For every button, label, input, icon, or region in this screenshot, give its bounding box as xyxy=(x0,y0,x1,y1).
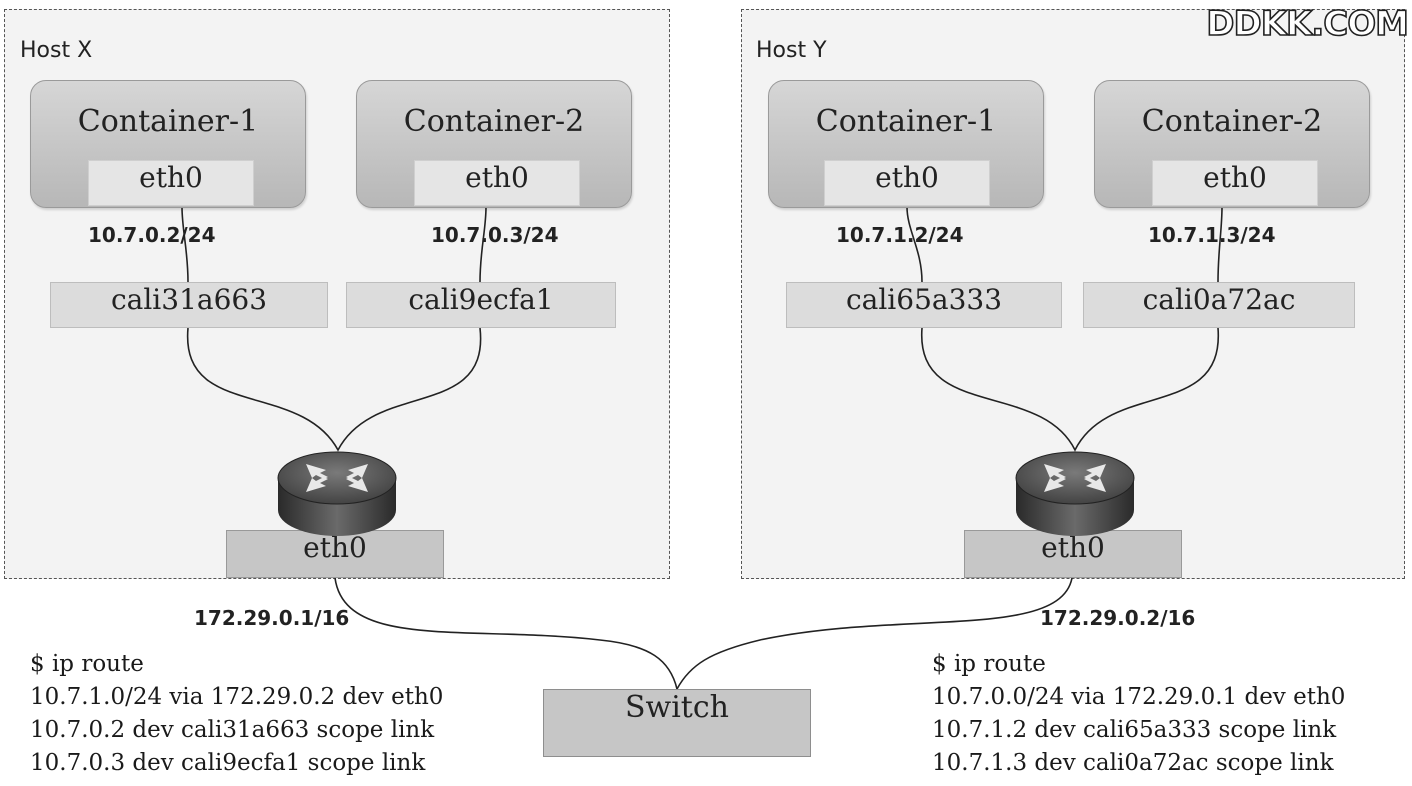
host-x-eth: eth0 xyxy=(226,530,444,578)
host-y-veth-1: cali65a333 xyxy=(786,282,1062,328)
host-x-veth-2: cali9ecfa1 xyxy=(346,282,616,328)
route-line: 10.7.0.3 dev cali9ecfa1 scope link xyxy=(30,750,426,776)
host-x-container-2-ip: 10.7.0.3/24 xyxy=(431,223,559,247)
router-icon xyxy=(1015,451,1135,536)
route-line: 10.7.1.0/24 via 172.29.0.2 dev eth0 xyxy=(30,684,444,710)
route-line: $ ip route xyxy=(30,651,144,677)
host-y-container-1-eth: eth0 xyxy=(824,160,990,206)
host-x-container-2-eth: eth0 xyxy=(414,160,580,206)
host-y-container-2-eth: eth0 xyxy=(1152,160,1318,206)
route-line: $ ip route xyxy=(932,651,1046,677)
host-x-eth-ip: 172.29.0.1/16 xyxy=(194,606,350,630)
host-y-route-table: $ ip route 10.7.0.0/24 via 172.29.0.1 de… xyxy=(932,648,1345,780)
host-x-container-2-title: Container-2 xyxy=(403,104,585,139)
route-line: 10.7.0.2 dev cali31a663 scope link xyxy=(30,717,435,743)
host-x-container-1-ip: 10.7.0.2/24 xyxy=(88,223,216,247)
host-x-veth-1: cali31a663 xyxy=(50,282,328,328)
watermark-logo: DDKK.COM xyxy=(1205,3,1409,45)
route-line: 10.7.1.3 dev cali0a72ac scope link xyxy=(932,750,1334,776)
route-line: 10.7.0.0/24 via 172.29.0.1 dev eth0 xyxy=(932,684,1346,710)
host-y-container-2-ip: 10.7.1.3/24 xyxy=(1148,223,1276,247)
switch-node: Switch xyxy=(543,689,811,757)
route-line: 10.7.1.2 dev cali65a333 scope link xyxy=(932,717,1337,743)
host-x-container-1-eth: eth0 xyxy=(88,160,254,206)
host-y-container-2-title: Container-2 xyxy=(1141,104,1323,139)
host-x-container-1-title: Container-1 xyxy=(77,104,259,139)
host-x-route-table: $ ip route 10.7.1.0/24 via 172.29.0.2 de… xyxy=(30,648,443,780)
host-y-label: Host Y xyxy=(756,38,827,63)
host-y-container-1-ip: 10.7.1.2/24 xyxy=(836,223,964,247)
host-y-container-1-title: Container-1 xyxy=(815,104,997,139)
host-y-veth-2: cali0a72ac xyxy=(1083,282,1355,328)
host-y-eth-ip: 172.29.0.2/16 xyxy=(1040,606,1196,630)
host-x-label: Host X xyxy=(20,38,93,63)
router-icon xyxy=(277,451,397,536)
